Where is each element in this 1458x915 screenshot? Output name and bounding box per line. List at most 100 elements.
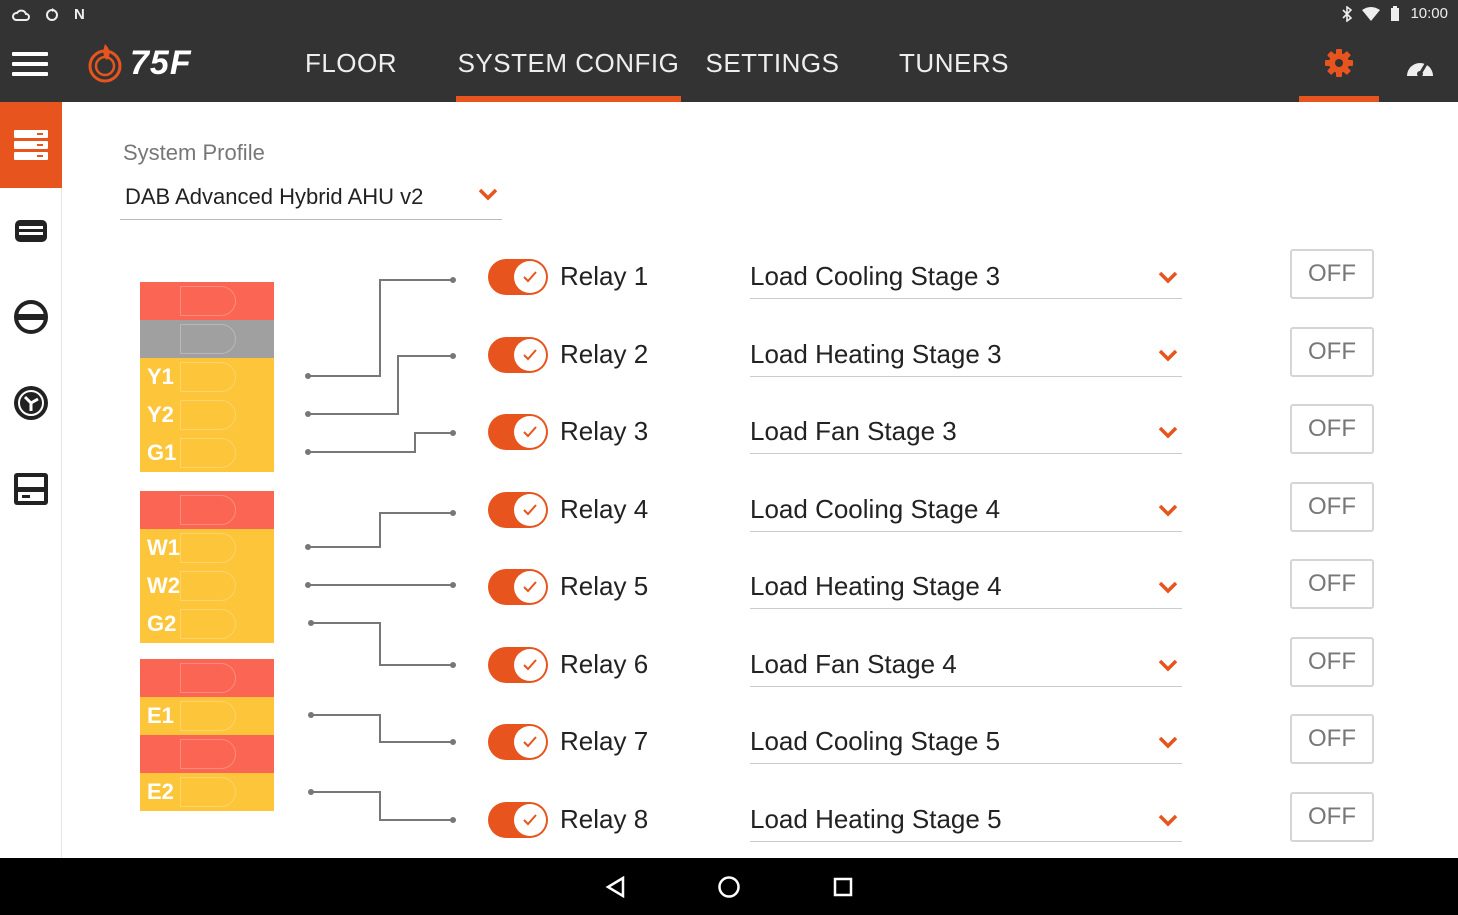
dashboard-icon	[1407, 63, 1433, 77]
home-icon	[718, 876, 740, 898]
toggle-knob	[514, 261, 546, 293]
relay-test-button[interactable]: OFF	[1290, 327, 1374, 377]
system-profile-dropdown[interactable]: DAB Advanced Hybrid AHU v2	[120, 178, 502, 220]
relay-label: Relay 4	[560, 494, 649, 524]
settings-gear-button[interactable]	[1299, 30, 1379, 102]
back-button[interactable]	[601, 872, 631, 902]
terminal-band: E2	[140, 773, 274, 811]
terminal-band: E1	[140, 697, 274, 735]
relay-toggle[interactable]	[488, 259, 548, 295]
terminal-screw	[180, 663, 236, 693]
relay-function-dropdown[interactable]: Load Fan Stage 3	[750, 408, 1182, 454]
relay-function-value: Load Heating Stage 4	[750, 571, 1002, 601]
terminal-band	[140, 282, 274, 320]
terminal-label: W2	[147, 573, 180, 598]
toggle-knob	[514, 416, 546, 448]
toggle-knob	[514, 571, 546, 603]
relay-toggle[interactable]	[488, 647, 548, 683]
cloud-icon	[12, 9, 30, 21]
chevron-down-icon	[1158, 271, 1178, 284]
relay-test-button[interactable]: OFF	[1290, 792, 1374, 842]
wifi-icon	[1362, 6, 1381, 21]
check-icon	[523, 581, 537, 593]
relay-row: Relay 1 Load Cooling Stage 3 OFF	[63, 245, 1458, 305]
relay-function-dropdown[interactable]: Load Cooling Stage 4	[750, 486, 1182, 532]
chevron-down-icon	[1158, 736, 1178, 749]
relay-function-value: Load Heating Stage 3	[750, 339, 1002, 369]
terminal-band	[140, 659, 274, 697]
tab-system-config[interactable]: SYSTEM CONFIG	[456, 30, 681, 102]
sidebar-item-display[interactable]	[0, 446, 62, 532]
relay-row: Relay 7 Load Cooling Stage 5 OFF	[63, 710, 1458, 770]
terminal-band	[140, 320, 274, 358]
relay-label: Relay 7	[560, 726, 649, 756]
relay-test-button[interactable]: OFF	[1290, 559, 1374, 609]
terminal-band: Y1	[140, 358, 274, 396]
sidebar-item-zone[interactable]	[0, 274, 62, 360]
relay-function-dropdown[interactable]: Load Fan Stage 4	[750, 641, 1182, 687]
relay-function-value: Load Cooling Stage 5	[750, 726, 1001, 756]
sidebar-item-fan[interactable]	[0, 360, 62, 446]
recents-button[interactable]	[828, 872, 858, 902]
app-logo: 75F	[86, 42, 192, 84]
system-profile-label: System Profile	[123, 140, 265, 165]
terminal-screw	[180, 701, 236, 731]
terminal-label: G2	[147, 611, 177, 636]
relay-toggle[interactable]	[488, 414, 548, 450]
terminal-label: E2	[147, 779, 174, 804]
terminal-band: G2	[140, 605, 274, 643]
relay-test-button[interactable]: OFF	[1290, 714, 1374, 764]
top-navigation-bar: 75F FLOOR LAYOUT SYSTEM CONFIG SETTINGS …	[0, 30, 1458, 144]
terminal-band	[140, 735, 274, 773]
dashboard-button[interactable]	[1392, 30, 1448, 102]
relay-function-dropdown[interactable]: Load Heating Stage 3	[750, 331, 1182, 377]
bluetooth-icon	[1342, 5, 1353, 22]
sidebar-item-system-profile[interactable]	[0, 102, 62, 188]
relay-test-button[interactable]: OFF	[1290, 404, 1374, 454]
relay-test-button[interactable]: OFF	[1290, 637, 1374, 687]
relay-test-button[interactable]: OFF	[1290, 249, 1374, 299]
relay-label: Relay 3	[560, 416, 649, 446]
logo-flame-icon	[88, 44, 122, 83]
system-navigation-bar	[0, 858, 1458, 915]
menu-icon[interactable]	[12, 52, 48, 80]
relay-toggle[interactable]	[488, 569, 548, 605]
relay-label: Relay 2	[560, 339, 649, 369]
relay-toggle[interactable]	[488, 492, 548, 528]
check-icon	[523, 736, 537, 748]
tab-settings[interactable]: SETTINGS	[705, 48, 840, 78]
relay-function-dropdown[interactable]: Load Heating Stage 4	[750, 563, 1182, 609]
check-icon	[523, 349, 537, 361]
tab-floor-layout[interactable]: FLOOR LAYOUT	[298, 48, 403, 144]
terminal-screw	[180, 571, 236, 601]
status-time: 10:00	[1410, 5, 1448, 22]
relay-label: Relay 1	[560, 261, 649, 291]
relay-function-dropdown[interactable]: Load Cooling Stage 3	[750, 253, 1182, 299]
recents-icon	[833, 877, 853, 897]
relay-function-dropdown[interactable]: Load Heating Stage 5	[750, 796, 1182, 842]
relay-function-dropdown[interactable]: Load Cooling Stage 5	[750, 718, 1182, 764]
relay-test-button[interactable]: OFF	[1290, 482, 1374, 532]
system-profile-value: DAB Advanced Hybrid AHU v2	[125, 184, 424, 209]
relay-function-value: Load Fan Stage 3	[750, 416, 957, 446]
system-config-content: System Profile DAB Advanced Hybrid AHU v…	[63, 102, 1458, 858]
home-button[interactable]	[714, 872, 744, 902]
tab-tuners[interactable]: TUNERS	[899, 48, 1009, 78]
fan-icon	[14, 386, 48, 420]
relay-toggle[interactable]	[488, 724, 548, 760]
status-bar: N 10:00	[0, 0, 1458, 30]
module-icon	[15, 220, 47, 242]
terminal-label: E1	[147, 703, 174, 728]
relay-toggle[interactable]	[488, 337, 548, 373]
relay-toggle[interactable]	[488, 802, 548, 838]
terminal-label: Y1	[147, 364, 174, 389]
chevron-down-icon	[1158, 581, 1178, 594]
toggle-knob	[514, 494, 546, 526]
terminal-screw	[180, 739, 236, 769]
toggle-knob	[514, 726, 546, 758]
sidebar-item-module[interactable]	[0, 188, 62, 274]
terminal-band: Y2	[140, 396, 274, 434]
chevron-down-icon	[1158, 426, 1178, 439]
status-right: 10:00	[1342, 5, 1448, 22]
